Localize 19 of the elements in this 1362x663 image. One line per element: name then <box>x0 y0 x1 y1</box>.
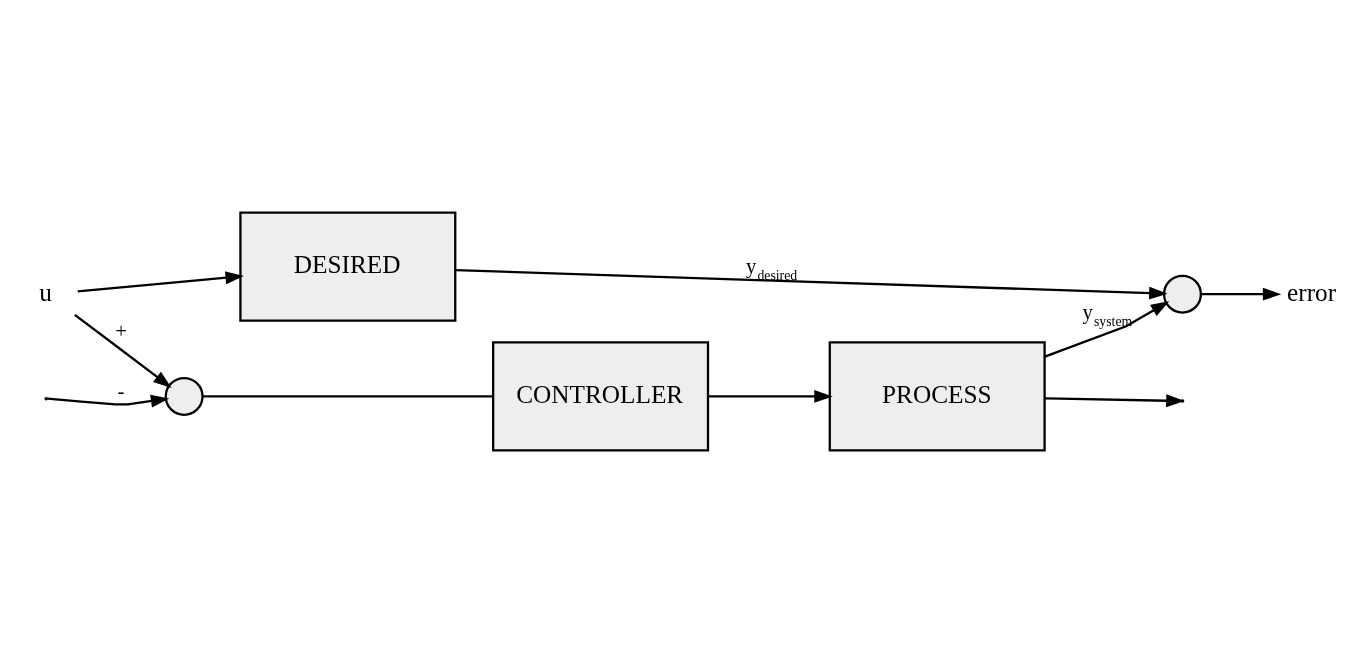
node-text: error <box>1287 277 1337 306</box>
edge-label: y$_{system}$ <box>1082 300 1133 330</box>
edge-label: + <box>115 320 127 343</box>
node-circle <box>164 376 204 416</box>
arrow <box>708 389 833 403</box>
arrow <box>47 394 170 408</box>
arrow <box>1201 287 1282 301</box>
node-box: DESIRED <box>239 211 457 322</box>
edge-label: y$_{desired}$ <box>745 254 798 284</box>
arrow <box>1044 301 1170 358</box>
node-text: u <box>39 277 53 306</box>
node-circle <box>1162 274 1202 314</box>
arrow <box>455 269 1168 300</box>
edge-label: - <box>117 380 125 403</box>
connector <box>202 395 494 398</box>
arrow <box>77 271 244 293</box>
node-box: PROCESS <box>828 341 1046 452</box>
arrow <box>74 313 172 388</box>
node-box: CONTROLLER <box>492 341 710 452</box>
